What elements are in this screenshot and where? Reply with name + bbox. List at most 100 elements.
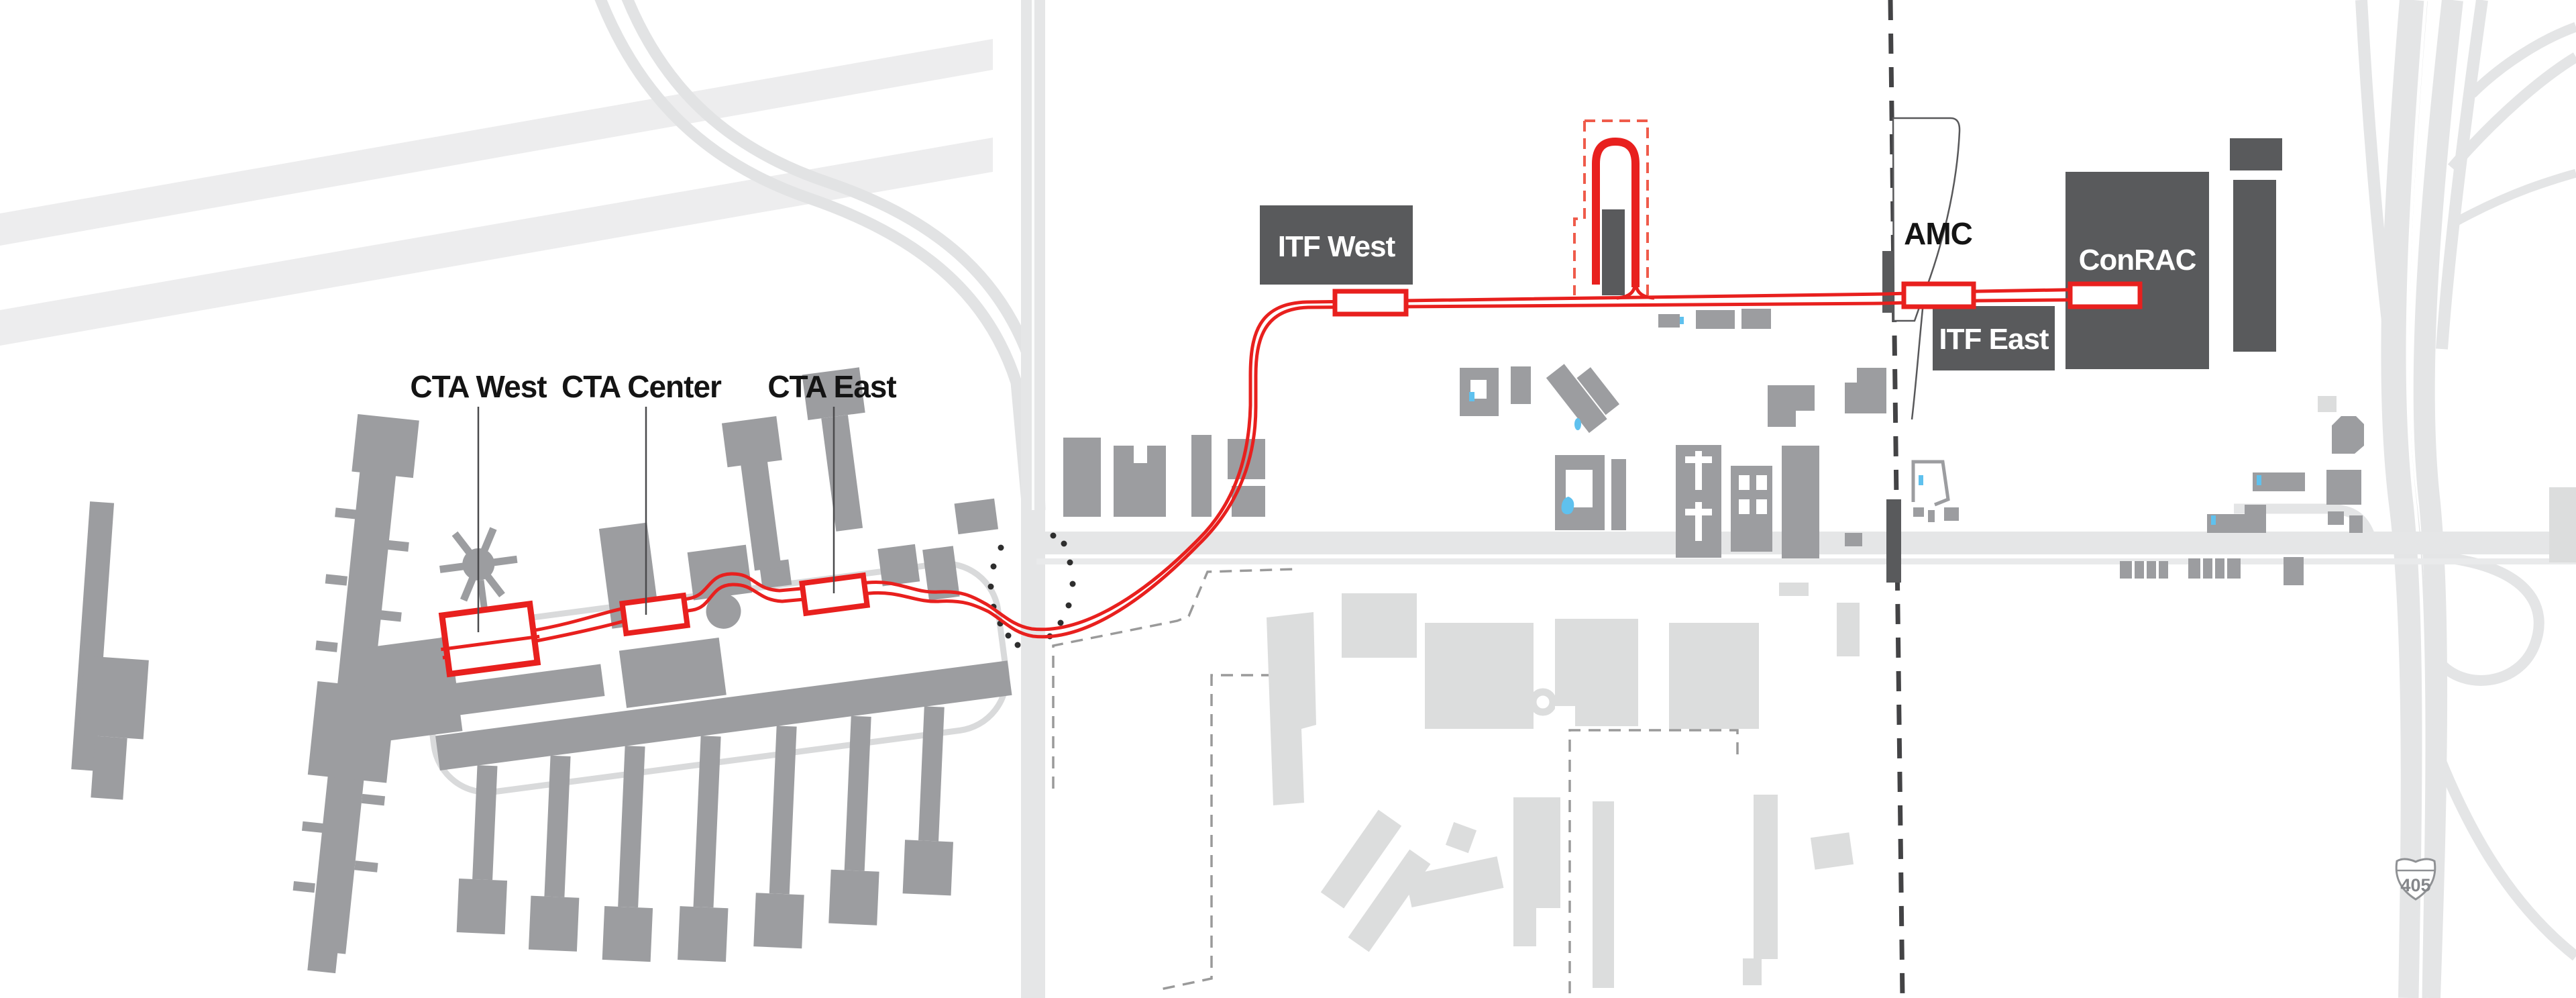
south-pier-pod — [528, 895, 580, 952]
building — [2328, 511, 2344, 525]
light-building — [1754, 795, 1778, 959]
building — [1845, 533, 1862, 546]
building — [1768, 385, 1815, 427]
building-notch — [1134, 446, 1147, 463]
arterial-south-lane — [1036, 558, 2576, 564]
parcel-c — [1568, 729, 1739, 993]
light-building — [1779, 583, 1809, 596]
apm-route[interactable] — [442, 137, 2137, 660]
msf-spur-loop — [1592, 137, 1640, 287]
station-cta-center[interactable] — [619, 592, 691, 637]
south-pier — [544, 755, 571, 897]
apm-track-south[interactable] — [442, 297, 2137, 660]
freeway-ramp-se — [2422, 723, 2576, 961]
gate-stub — [325, 574, 347, 586]
label-amc[interactable]: AMC — [1904, 216, 1973, 251]
westside-pier — [71, 501, 149, 800]
station-cta-west-through-track — [441, 634, 540, 652]
south-pier — [918, 706, 945, 842]
conrac-building[interactable] — [2065, 172, 2209, 369]
north-pier — [741, 460, 782, 571]
light-building — [1669, 623, 1759, 729]
south-pier — [693, 736, 721, 908]
pool — [1561, 497, 1574, 515]
apm-track-north[interactable] — [531, 287, 2137, 633]
building — [1191, 435, 1212, 517]
stations — [438, 281, 2143, 678]
station-cta-east[interactable] — [799, 572, 871, 617]
station-cta-west[interactable] — [438, 600, 541, 678]
garage-court — [1739, 475, 1750, 490]
light-building — [2318, 396, 2337, 412]
leader-lines — [477, 407, 835, 632]
building — [1782, 446, 1819, 558]
label-itf-west[interactable]: ITF West — [1278, 230, 1397, 263]
light-building — [1513, 906, 1536, 946]
concourse-head — [352, 414, 419, 479]
north-pier-pod — [721, 416, 782, 468]
runway-band-south — [0, 138, 993, 346]
light-building — [1342, 593, 1417, 658]
terminal-strip — [435, 660, 1012, 771]
midfield-buildings — [1063, 309, 2364, 585]
terminal-block — [877, 544, 920, 587]
south-pier — [844, 715, 871, 871]
south-pier — [769, 726, 797, 895]
west-pier-stub — [91, 736, 127, 800]
building — [1696, 310, 1735, 329]
west-pier-pod — [78, 656, 149, 740]
light-building — [1593, 801, 1614, 988]
terminal-block — [687, 544, 753, 601]
terminal-block — [954, 498, 999, 535]
runway-band-north — [0, 39, 993, 246]
parking-lot — [2284, 557, 2304, 585]
shield-outline — [2395, 858, 2436, 901]
label-cta-west[interactable]: CTA West — [410, 369, 547, 404]
label-cta-east[interactable]: CTA East — [767, 369, 897, 404]
parking-stripes — [2132, 558, 2227, 579]
building — [2332, 416, 2364, 454]
label-itf-east[interactable]: ITF East — [1939, 323, 2049, 356]
light-building — [1320, 809, 1402, 909]
garage-court — [1695, 502, 1702, 541]
dark-building — [2230, 138, 2282, 170]
gate-stub — [301, 821, 325, 834]
light-building — [1743, 958, 1762, 985]
building — [1913, 507, 1924, 517]
freeway-ramp-corner — [2468, 21, 2576, 98]
gate-stub — [361, 793, 386, 806]
south-pier-pod — [456, 879, 508, 935]
freeway-braid-west — [2355, 0, 2405, 417]
pool — [1469, 392, 1474, 401]
light-building — [1425, 623, 1534, 729]
south-pier-pod — [678, 906, 729, 962]
label-conrac[interactable]: ConRAC — [2079, 244, 2197, 277]
gate-stub — [335, 507, 358, 519]
pool — [2257, 475, 2261, 485]
north-pier — [821, 415, 863, 532]
parcel-a — [1052, 568, 1295, 789]
freeway-median-stripe — [2406, 0, 2428, 998]
parcel-b — [1160, 674, 1313, 991]
curved-road-inner — [621, 0, 1046, 511]
freeway-braid-east — [2436, 0, 2488, 350]
south-pier-pod — [902, 840, 954, 896]
gate-stub — [386, 540, 409, 552]
interstate-405-shield: 405 — [2395, 858, 2436, 901]
itf-west-label-box[interactable] — [1260, 205, 1413, 285]
south-pier-pod — [602, 906, 653, 962]
station-itf-west[interactable] — [1332, 289, 1409, 317]
station-itf-east[interactable] — [1901, 281, 1976, 309]
theme-building — [706, 593, 741, 629]
pool — [1919, 475, 1923, 485]
south-pier — [472, 765, 498, 881]
curved-road-outer — [594, 0, 1034, 511]
itf-east-label-box[interactable] — [1933, 306, 2055, 370]
building — [2207, 505, 2266, 533]
label-cta-center[interactable]: CTA Center — [561, 369, 722, 404]
station-conrac[interactable] — [2068, 281, 2143, 309]
vertical-road-stripe — [1032, 0, 1034, 510]
terminal-block — [619, 638, 727, 708]
msf-dashed-outline — [1573, 119, 1649, 295]
